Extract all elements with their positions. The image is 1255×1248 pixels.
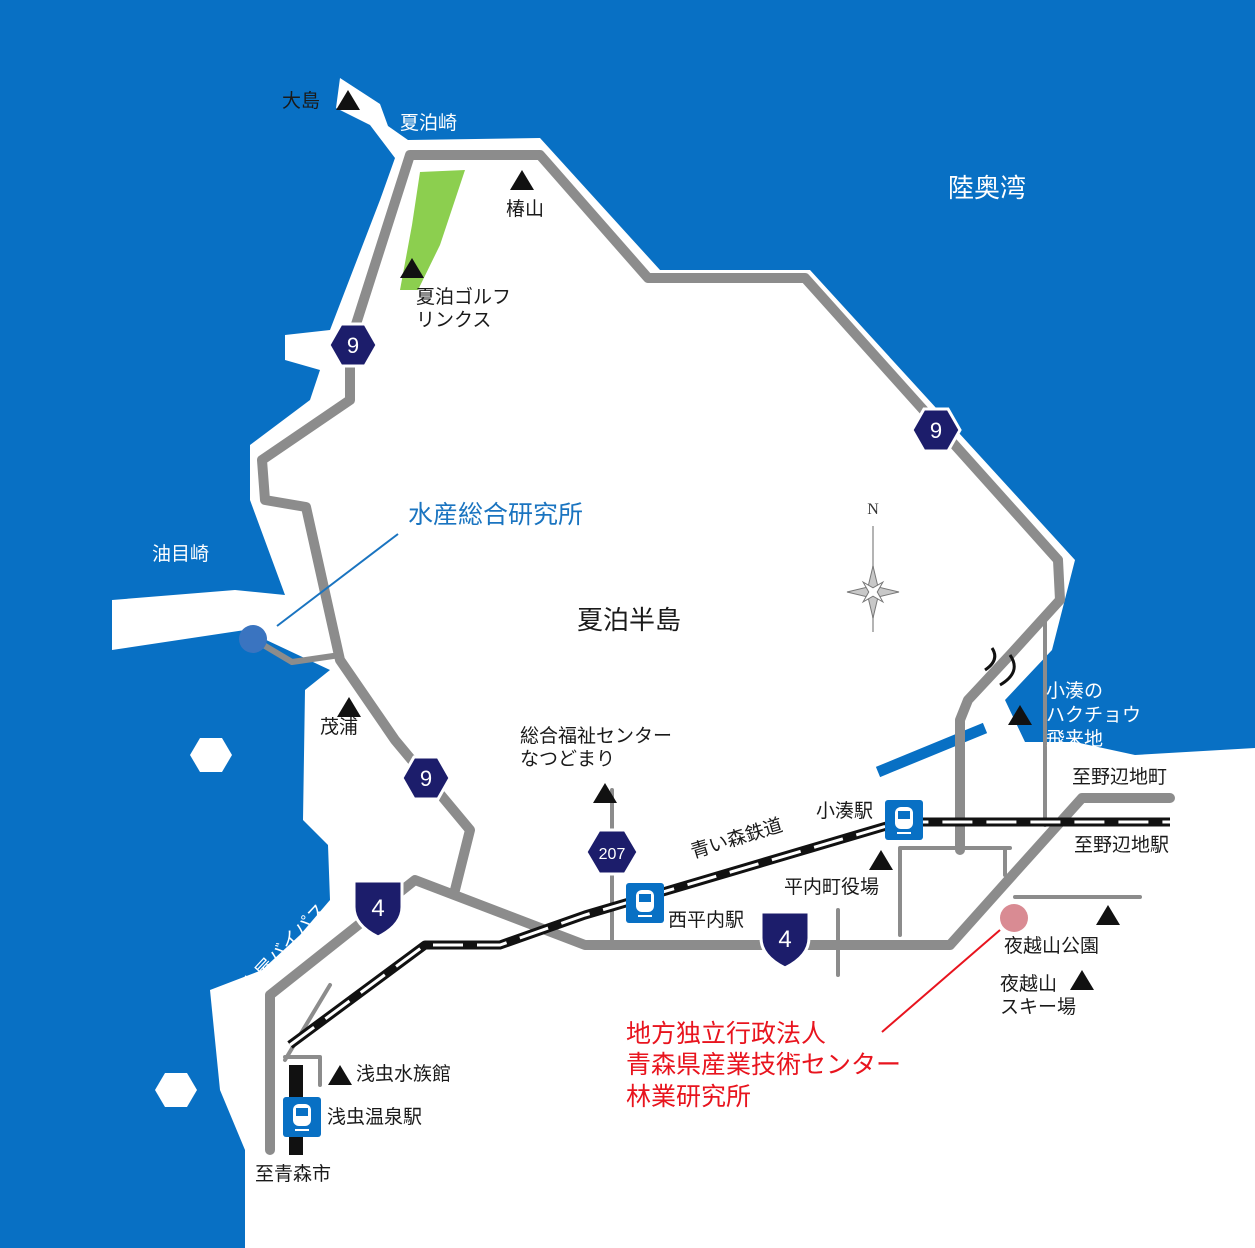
triangle-peak-icons: [328, 90, 1120, 1085]
route-9-badge-east: 9: [910, 407, 962, 453]
asamushi-aquarium-label: 浅虫水族館: [356, 1063, 452, 1085]
swan-site-line3: 飛来地: [1046, 727, 1104, 750]
triangle-peak-icon: [593, 783, 617, 803]
route-9-number: 9: [347, 333, 359, 358]
route-9-road-north: [257, 150, 1063, 895]
route-4-badge-west: 4: [352, 879, 404, 939]
golf-links-line2: リンクス: [416, 308, 492, 331]
route-207-number: 207: [599, 846, 626, 863]
natsudomari-cape-label: 夏泊崎: [400, 112, 458, 134]
kominato-station-label: 小湊駅: [816, 800, 874, 822]
forestry-institute-marker: [1000, 904, 1028, 932]
route-4-number: 4: [778, 926, 791, 953]
fisheries-leader: [276, 533, 399, 627]
forestry-leader: [881, 929, 1001, 1033]
road-kominato-west: [957, 697, 971, 723]
welfare-center-line1: 総合福祉センター: [520, 725, 673, 747]
nishi-hiranai-station-label: 西平内駅: [668, 909, 745, 931]
train-icon: [626, 883, 664, 923]
route-4-badge-east: 4: [759, 910, 811, 970]
triangle-peak-icon: [1070, 970, 1094, 990]
triangle-peak-icon: [1096, 905, 1120, 925]
tsubakiyama-label: 椿山: [506, 198, 545, 220]
road-kominato-grid: [898, 846, 1012, 937]
compass-rose: N: [846, 501, 900, 632]
route-9-badge-south: 9: [400, 755, 452, 801]
bridge-mark: [984, 647, 1016, 687]
compass-north-label: N: [867, 501, 879, 518]
swan-site-line1: 小湊の: [1046, 680, 1104, 702]
yogoshiyama-ski-line1: 夜越山: [1000, 973, 1058, 995]
triangle-peak-icon: [336, 90, 360, 110]
islet-west: [190, 738, 232, 772]
road-fisheries-spur: [252, 637, 343, 665]
golf-links-line1: 夏泊ゴルフ: [416, 286, 512, 308]
railway-track-dash: [289, 820, 1170, 1047]
oshima-label: 大島: [282, 90, 321, 112]
triangle-peak-icon: [510, 170, 534, 190]
mutsu-bay-label: 陸奥湾: [948, 174, 1027, 204]
to-aomori-city-label: 至青森市: [255, 1163, 332, 1185]
forestry-institute-line1: 地方独立行政法人: [626, 1019, 827, 1048]
welfare-center-line2: なつどまり: [520, 747, 616, 770]
yogoshiyama-ski-line2: スキー場: [1000, 995, 1077, 1018]
inlet-water: [875, 722, 988, 778]
swan-site-line2: ハクチョウ: [1046, 703, 1142, 726]
forestry-institute-line3: 林業研究所: [626, 1081, 752, 1111]
route-9-road: [955, 555, 1065, 855]
welfare-center-label: 総合福祉センター なつどまり: [520, 725, 672, 771]
yogoshiyama-ski-label: 夜越山 スキー場: [1000, 973, 1076, 1019]
route-9-number: 9: [930, 418, 942, 443]
asamushi-onsen-station-label: 浅虫温泉駅: [327, 1106, 423, 1128]
golf-area: [400, 170, 465, 290]
train-icon: [283, 1097, 321, 1137]
route-9-badge-west: 9: [327, 322, 379, 368]
road-asamushi-spur: [283, 1055, 322, 1087]
fisheries-institute-label: 水産総合研究所: [408, 500, 584, 529]
forestry-institute-label: 地方独立行政法人 青森県産業技術センター 林業研究所: [626, 1018, 901, 1112]
triangle-peak-icon: [337, 697, 361, 717]
hiranai-office-label: 平内町役場: [784, 876, 880, 898]
to-noheji-station-label: 至野辺地駅: [1074, 834, 1170, 856]
route-9-number: 9: [420, 766, 432, 791]
yogoshiyama-park-label: 夜越山公園: [1004, 935, 1100, 957]
swan-site-label: 小湊の ハクチョウ 飛来地: [1046, 680, 1141, 751]
golf-links-label: 夏泊ゴルフ リンクス: [416, 286, 511, 332]
triangle-peak-icon: [328, 1065, 352, 1085]
route-4-number: 4: [371, 895, 384, 922]
triangle-peak-icon: [869, 850, 893, 870]
triangle-peak-icon: [1008, 705, 1032, 725]
moura-label: 茂浦: [320, 716, 359, 738]
route-207-badge: 207: [584, 828, 640, 876]
triangle-peak-icon: [400, 258, 424, 278]
peninsula-label: 夏泊半島: [577, 606, 682, 636]
forestry-institute-line2: 青森県産業技術センター: [626, 1050, 902, 1080]
train-icon: [885, 800, 923, 840]
islet-southwest: [155, 1073, 197, 1107]
aburame-cape-label: 油目崎: [152, 543, 210, 565]
to-noheji-town-label: 至野辺地町: [1072, 766, 1168, 788]
fisheries-institute-marker: [239, 625, 267, 653]
